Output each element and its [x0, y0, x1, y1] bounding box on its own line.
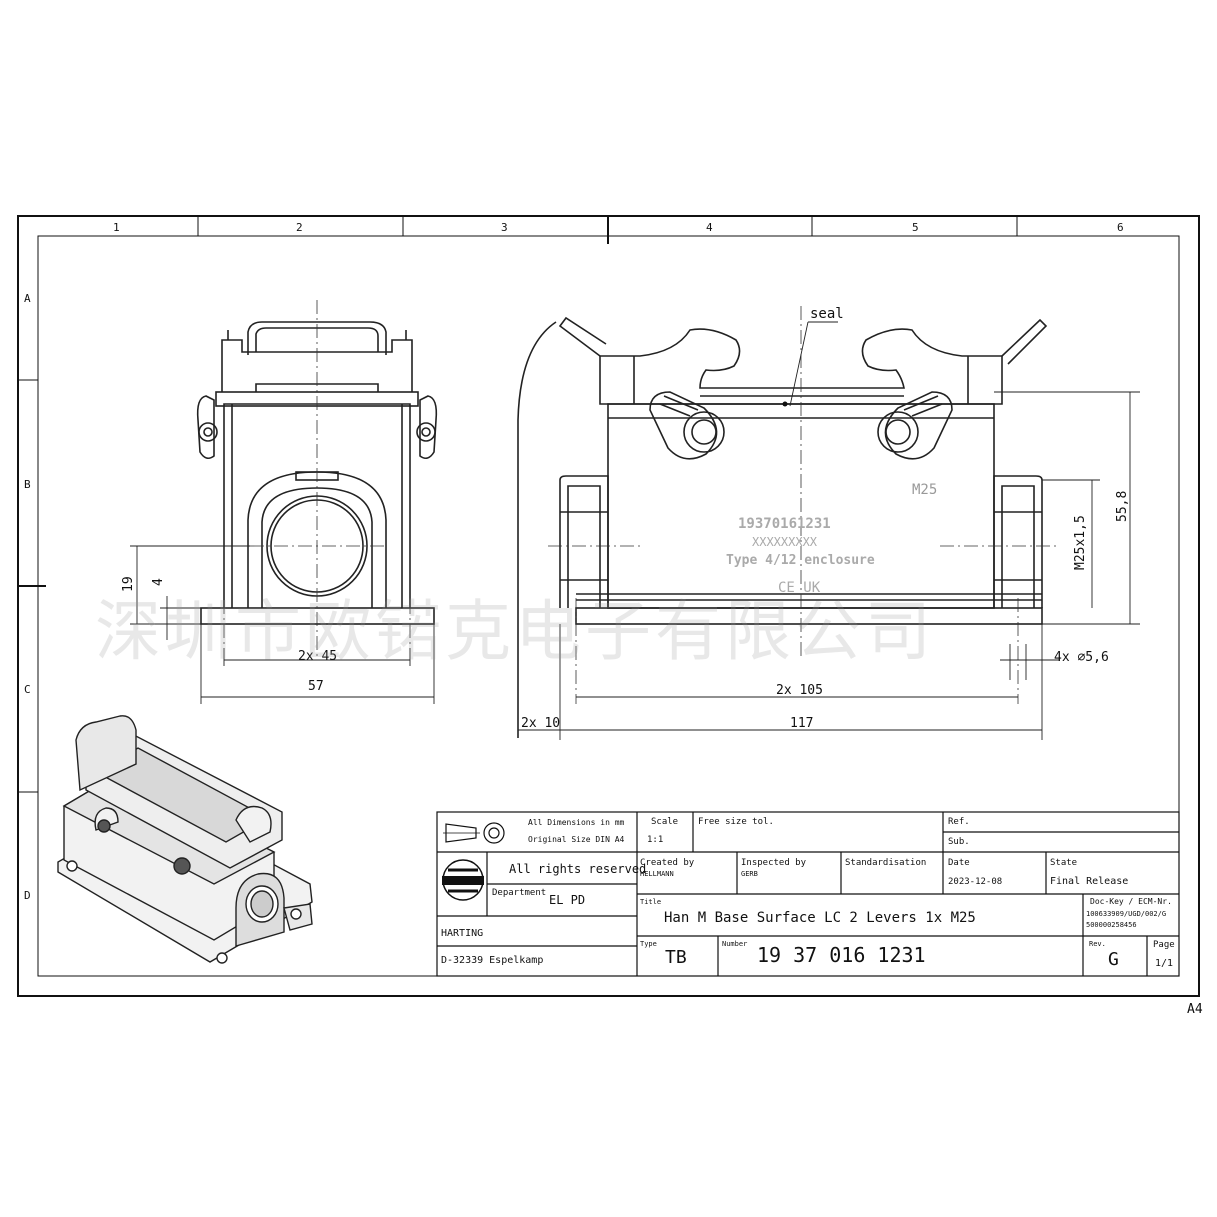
part-number: 19 37 016 1231 — [757, 943, 926, 967]
isometric-view — [57, 715, 313, 964]
dim-height-55: 55,8 — [1115, 491, 1130, 522]
company-address: D-32339 Espelkamp — [441, 955, 544, 966]
front-centerlines — [548, 306, 1056, 704]
marking-thread: M25 — [912, 482, 937, 498]
col-label: 5 — [912, 221, 919, 234]
row-label: D — [24, 889, 31, 902]
doc-key-1: 100633909/UGD/002/G — [1086, 910, 1167, 918]
harting-logo — [440, 858, 486, 902]
col-label: 1 — [113, 221, 120, 234]
dim-holes: 4x ∅5,6 — [1054, 650, 1109, 665]
row-label: A — [24, 292, 31, 305]
page-value: 1/1 — [1155, 958, 1174, 969]
side-dim-text: 2x 45 57 19 4 — [121, 576, 337, 694]
original-size: Original Size DIN A4 — [528, 835, 625, 844]
date-label: Date — [948, 858, 970, 868]
free-size-tol: Free size tol. — [698, 817, 774, 827]
col-label: 3 — [501, 221, 508, 234]
dim-height-19: 19 — [121, 576, 136, 592]
col-label: 2 — [296, 221, 303, 234]
ref-label: Ref. — [948, 817, 970, 827]
created-value: HELLMANN — [640, 870, 674, 878]
doc-key-2: 500000258456 — [1086, 921, 1137, 929]
front-dim-text: seal 2x 105 117 2x 10 4x ∅5,6 55,8 M25x1… — [521, 306, 1130, 731]
dim-hole-pitch-front: 2x 105 — [776, 683, 823, 698]
col-label: 6 — [1117, 221, 1124, 234]
dim-thread: M25x1,5 — [1073, 515, 1088, 570]
rev-value: G — [1108, 949, 1119, 970]
department-value: EL PD — [549, 893, 586, 907]
marking-type: Type 4/12 enclosure — [726, 553, 875, 568]
dimensions-note: All Dimensions in mm — [528, 818, 625, 827]
department-label: Department — [492, 888, 547, 898]
sub-label: Sub. — [948, 837, 970, 847]
dim-height-4: 4 — [151, 578, 166, 586]
side-centerlines — [223, 300, 411, 660]
number-label: Number — [722, 940, 748, 948]
scale-value: 1:1 — [647, 835, 664, 845]
side-dim-lines — [130, 545, 435, 704]
marking-cert: CE UK — [778, 580, 821, 596]
page-label: Page — [1153, 940, 1175, 950]
col-label: 4 — [706, 221, 713, 234]
sheet-size: A4 — [1187, 1002, 1203, 1017]
standardisation-label: Standardisation — [845, 858, 927, 868]
dim-width-57: 57 — [308, 679, 324, 694]
state-label: State — [1050, 858, 1078, 868]
seal-label: seal — [810, 306, 844, 322]
scale-label: Scale — [651, 817, 679, 827]
dim-length-117: 117 — [790, 716, 813, 731]
row-label: C — [24, 683, 31, 696]
harting-logo-icon — [442, 859, 484, 901]
inspected-label: Inspected by — [741, 858, 807, 868]
inspected-value: GERB — [741, 870, 758, 878]
front-dim-lines — [518, 321, 1140, 740]
state-value: Final Release — [1050, 876, 1129, 887]
created-label: Created by — [640, 858, 695, 868]
title-block-lines — [436, 811, 1180, 977]
dim-offset: 2x 10 — [521, 716, 560, 731]
title-label: Title — [640, 898, 662, 906]
marking-code: XXXXXXXXX — [752, 535, 818, 549]
drawing-title: Han M Base Surface LC 2 Levers 1x M25 — [664, 910, 976, 926]
rev-label: Rev. — [1089, 940, 1106, 948]
row-label: B — [24, 478, 31, 491]
marking-number: 19370161231 — [738, 516, 831, 532]
front-markings: M25 19370161231 XXXXXXXXX Type 4/12 encl… — [726, 482, 937, 596]
date-value: 2023-12-08 — [948, 877, 1003, 887]
type-value: TB — [665, 947, 687, 968]
company-name: HARTING — [441, 928, 484, 939]
dim-hole-pitch-side: 2x 45 — [298, 649, 337, 664]
rights-note: All rights reserved — [509, 862, 647, 876]
doc-key-label: Doc-Key / ECM-Nr. — [1090, 897, 1172, 906]
seal-marker — [782, 401, 788, 407]
type-label: Type — [640, 940, 657, 948]
grid-labels: 1 2 3 4 5 6 A B C D A4 — [24, 221, 1203, 1017]
